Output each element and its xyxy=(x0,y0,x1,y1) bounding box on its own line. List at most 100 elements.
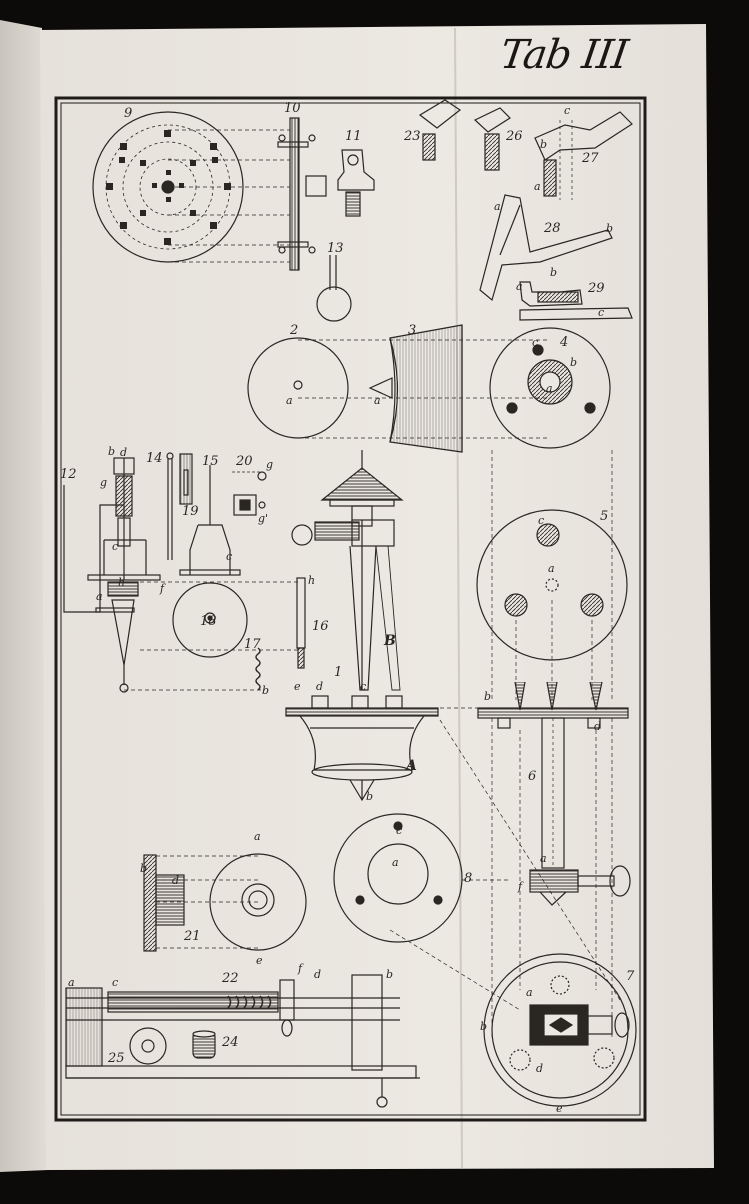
fig-17-spring xyxy=(255,647,261,691)
fig-6-chuck xyxy=(477,681,631,906)
figure-labels: 9 10 11 13 23 26 27 28 29 2 3 4 12 14 15… xyxy=(60,101,635,1066)
drawings xyxy=(63,99,637,1108)
fig-8-label: 8 xyxy=(464,871,472,886)
fig-5-letter-c: c xyxy=(538,514,544,527)
fig-27-letter-a: a xyxy=(534,180,541,193)
fig-15-fork xyxy=(179,465,241,576)
fig-24-nut xyxy=(192,1030,216,1059)
fig-19-label: 19 xyxy=(182,504,199,519)
fig-15-letter-c: c xyxy=(226,550,232,563)
fig-22-label: 22 xyxy=(221,971,239,986)
fig-16-letter-h: h xyxy=(308,574,315,587)
fig-23-disc xyxy=(129,1027,167,1065)
fig-12-letter-a: a xyxy=(96,590,103,603)
fig-11-label: 11 xyxy=(345,129,362,144)
fig-28-bent-tool xyxy=(479,194,613,302)
fig-21-disc xyxy=(209,853,307,951)
projection-lines-21 xyxy=(156,855,258,949)
fig-10-label: 10 xyxy=(284,101,301,116)
fig-17-letter-b: b xyxy=(262,684,269,697)
fig-8-letter-a: a xyxy=(392,856,399,869)
fig-8-letter-c: c xyxy=(396,824,402,837)
fig-1-letter-b: B xyxy=(383,633,396,649)
fig-28-letter-b: b xyxy=(606,222,613,235)
fig-27-bit xyxy=(534,111,633,200)
fig-7-letter-d: d xyxy=(536,1062,543,1075)
left-page xyxy=(0,20,48,1172)
fig-27-letter-c: c xyxy=(564,104,570,117)
fig-16-label: 16 xyxy=(312,619,329,634)
fig-26-bit xyxy=(473,107,511,171)
fig-21-flange xyxy=(143,854,185,952)
fig-8-disc xyxy=(333,813,463,943)
fig-19-plate xyxy=(179,453,193,505)
fig-25-bit xyxy=(418,99,462,161)
fig-20-label: 20 xyxy=(235,454,253,469)
fig-12-letter-h: h xyxy=(118,576,125,589)
fig-10-side-view xyxy=(277,117,327,271)
plate-title: Tab III xyxy=(497,32,631,78)
fig-7-letter-a: a xyxy=(526,986,533,999)
fig-22-letter-a: a xyxy=(68,976,75,989)
small-letter-labels: a a a b c a c b a f d a b d e a c a b c … xyxy=(68,104,613,1115)
fig-21-letter-e: e xyxy=(256,954,263,967)
fig-29-label: 29 xyxy=(587,281,605,296)
fig-6-label: 6 xyxy=(528,769,536,784)
fig-13-label: 13 xyxy=(327,241,344,256)
fig-14-rod xyxy=(166,452,174,560)
fold-crease xyxy=(454,27,463,1169)
fig-28-letter-a: a xyxy=(494,200,501,213)
plate-border-inner xyxy=(60,102,641,1116)
projection-lines-9-10 xyxy=(168,129,290,263)
fig-17-label: 17 xyxy=(244,637,261,652)
fig-5-label: 5 xyxy=(600,509,608,524)
fig-4-label: 4 xyxy=(559,335,568,350)
fig-24-label: 24 xyxy=(221,1035,239,1050)
fig-12-letter-d: d xyxy=(120,446,127,459)
fig-9-disc xyxy=(92,111,244,263)
fig-1-letter-b: b xyxy=(366,790,373,803)
fig-5-disc xyxy=(476,509,628,661)
fig-6-letter-a: a xyxy=(540,852,547,865)
large-letter-labels: B A xyxy=(383,633,417,774)
fig-1-letter-e: e xyxy=(294,680,301,693)
fig-4-letter-a: a xyxy=(546,382,553,395)
fig-12-letter-c: c xyxy=(112,540,118,553)
fig-29-letter-b: b xyxy=(550,266,557,279)
fig-1-label: 1 xyxy=(334,665,342,680)
fig-20-letter-g: g xyxy=(266,458,273,471)
fig-21-letter-d: d xyxy=(172,874,179,887)
fig-22-letter-d: d xyxy=(314,968,321,981)
fig-6-letter-f: f xyxy=(517,880,524,893)
fig-7-letter-e: e xyxy=(556,1102,563,1115)
fig-4-letter-b: b xyxy=(570,356,577,369)
fig-5-letter-a: a xyxy=(548,562,555,575)
fig-29-letter-a: a xyxy=(516,280,523,293)
fig-12-label: 12 xyxy=(60,467,77,482)
fig-20-letter-gprime: g' xyxy=(258,512,268,525)
fig-27-letter-b: b xyxy=(540,138,547,151)
fig-7-label: 7 xyxy=(626,969,635,984)
fig-12-letter-b: b xyxy=(108,445,115,458)
fig-28-label: 28 xyxy=(543,221,561,236)
fig-7-letter-b: b xyxy=(480,1020,487,1033)
fig-22-letter-b: b xyxy=(386,968,393,981)
fig-12-letter-f: f xyxy=(159,582,166,595)
fig-4-letter-c: c xyxy=(532,336,538,349)
fig-21-letter-a: a xyxy=(254,830,261,843)
fig-1-letter-a: A xyxy=(404,758,417,774)
fig-21-label: 21 xyxy=(183,929,201,944)
fig-14-label: 14 xyxy=(146,451,163,466)
fig-6-letter-b: b xyxy=(484,690,491,703)
plate-border-outer xyxy=(54,96,647,1122)
fig-27-label: 27 xyxy=(581,151,599,166)
fig-16-pin xyxy=(296,577,306,669)
fig-23-label: 23 xyxy=(403,129,421,144)
fig-29-rest xyxy=(519,281,633,321)
fig-11-bolt xyxy=(337,149,375,217)
fig-12-mechanism xyxy=(63,457,161,693)
fig-12-letter-g: g xyxy=(100,476,107,489)
fig-4-disc xyxy=(489,327,611,449)
fig-3-label: 3 xyxy=(408,323,416,338)
